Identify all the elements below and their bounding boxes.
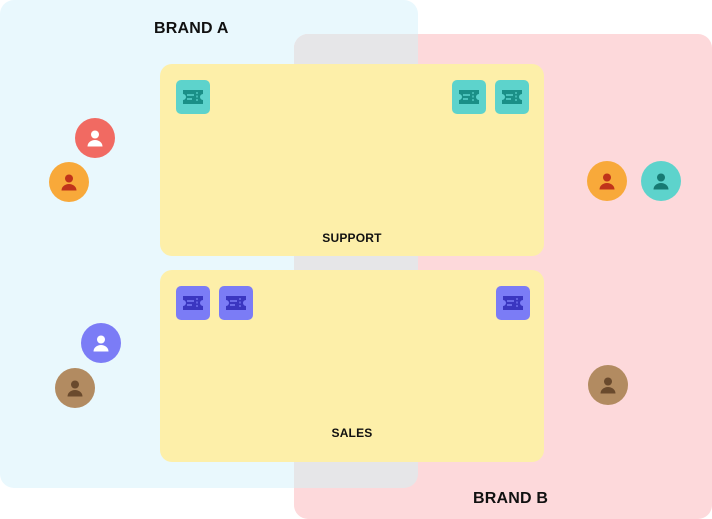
user-icon <box>653 173 669 190</box>
user-icon <box>599 173 615 190</box>
user-icon <box>61 174 77 191</box>
ticket-icon[interactable] <box>176 80 210 114</box>
avatar-violet[interactable] <box>81 323 121 363</box>
ticket-icon[interactable] <box>452 80 486 114</box>
avatar-red[interactable] <box>75 118 115 158</box>
support-team-label: SUPPORT <box>322 231 382 245</box>
avatar-orange[interactable] <box>49 162 89 202</box>
ticket-icon[interactable] <box>495 80 529 114</box>
avatar-orange-2[interactable] <box>587 161 627 201</box>
avatar-brown[interactable] <box>55 368 95 408</box>
user-icon <box>87 130 103 147</box>
user-icon <box>67 380 83 397</box>
avatar-teal[interactable] <box>641 161 681 201</box>
user-icon <box>93 335 109 352</box>
user-icon <box>600 377 616 394</box>
support-team-box: SUPPORT <box>160 64 544 256</box>
sales-team-box: SALES <box>160 270 544 462</box>
brand-b-label: BRAND B <box>473 490 549 507</box>
ticket-icon[interactable] <box>176 286 210 320</box>
avatar-brown-2[interactable] <box>588 365 628 405</box>
ticket-icon[interactable] <box>219 286 253 320</box>
sales-team-label: SALES <box>331 426 373 440</box>
brand-a-label: BRAND A <box>154 20 229 37</box>
ticket-icon[interactable] <box>496 286 530 320</box>
